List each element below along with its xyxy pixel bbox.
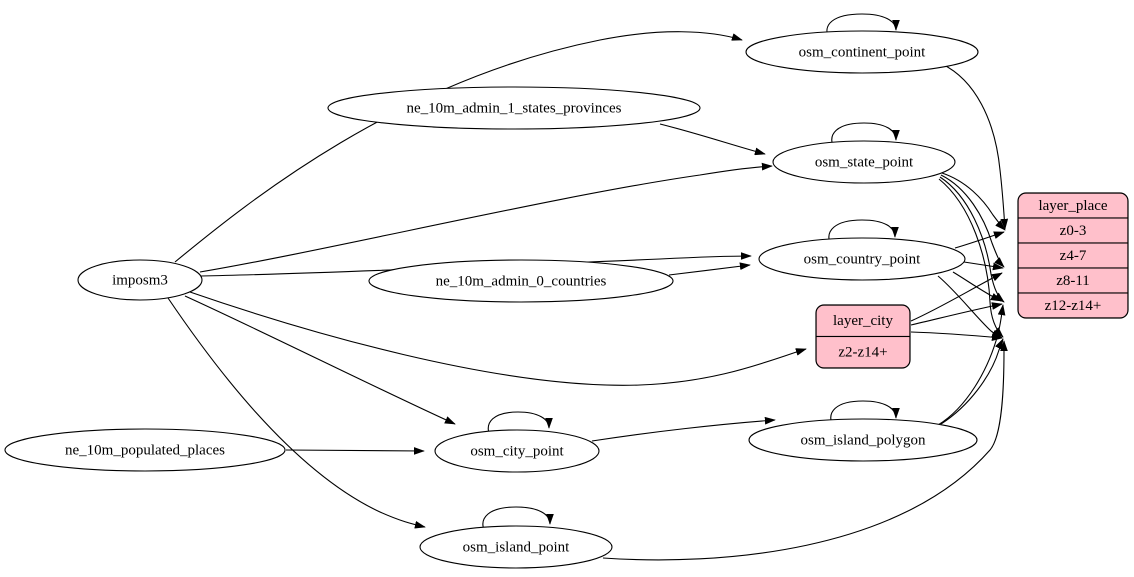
node-shape-ellipse [327, 86, 701, 130]
node-shape-ellipse [758, 237, 966, 281]
node-ne-10m-admin-0-countries[interactable]: ne_10m_admin_0_countries [368, 259, 674, 303]
record-cell-layer-place-z4-7[interactable] [1018, 242, 1128, 269]
records-layer: layer_place z0-3 z4-7 z8-11 z12-z14+ layer_ci… [815, 192, 1129, 369]
edge-self-osm-continent-point [826, 13, 900, 39]
edge-osm-state-point-z0-3 [941, 172, 1006, 231]
edge-ne-places-osm-city-point [285, 447, 425, 455]
edge-imposm3-layer-city [189, 291, 807, 386]
node-shape-ellipse [77, 259, 203, 301]
edge-self-osm-island-point [482, 506, 554, 533]
record-cell-label: z4-7 [1060, 248, 1087, 264]
edge-imposm3-osm-city-point [184, 295, 456, 425]
edge-osm-state-point-z4-7 [940, 174, 1005, 268]
edge-osm-country-point-z4-7 [963, 261, 1004, 271]
edge-self-osm-country-point [828, 219, 899, 246]
record-cell-layer-city-title[interactable] [816, 305, 910, 338]
node-osm-island-point[interactable]: osm_island_point [419, 525, 613, 569]
node-label: osm_island_polygon [800, 432, 926, 448]
edge-ne-states-osm-state-point [659, 123, 766, 156]
edge-self-osm-island-polygon [830, 400, 900, 427]
edge-layer-city-z4-7 [910, 272, 1003, 322]
nodes-layer: imposm3 ne_10m_admin_1_states_provincesne… [4, 30, 979, 569]
node-label: osm_state_point [815, 154, 914, 170]
node-osm-country-point[interactable]: osm_country_point [758, 237, 966, 281]
node-label: ne_10m_populated_places [65, 442, 225, 458]
record-node-layer-city[interactable]: layer_city z2-z14+ [815, 304, 911, 369]
edge-osm-city-point-osm-island-polygon [591, 416, 776, 442]
edge-ne-countries-osm-country-point [668, 262, 751, 276]
node-imposm3[interactable]: imposm3 [77, 259, 203, 301]
node-osm-island-polygon[interactable]: osm_island_polygon [748, 418, 978, 462]
node-shape-ellipse [748, 418, 978, 462]
edge-osm-state-point-z12 [938, 178, 1004, 338]
record-cell-label: z2-z14+ [838, 345, 887, 361]
node-label: ne_10m_admin_1_states_provinces [407, 100, 622, 116]
node-shape-ellipse [434, 429, 600, 473]
edge-self-osm-city-point [487, 411, 553, 437]
edge-self-osm-state-point [831, 122, 900, 149]
record-cell-layer-place-z12[interactable] [1018, 292, 1128, 318]
node-shape-ellipse [772, 140, 956, 184]
node-label: osm_country_point [804, 251, 921, 267]
node-shape-ellipse [745, 30, 979, 74]
node-label: osm_island_point [463, 539, 571, 555]
node-shape-ellipse [368, 259, 674, 303]
edge-osm-continent-point-z0-3 [941, 63, 1009, 230]
node-osm-continent-point[interactable]: osm_continent_point [745, 30, 979, 74]
record-cell-label: z12-z14+ [1045, 298, 1102, 314]
node-osm-state-point[interactable]: osm_state_point [772, 140, 956, 184]
record-outline [815, 304, 911, 369]
edge-osm-island-polygon-z12 [940, 338, 1004, 425]
node-shape-ellipse [419, 525, 613, 569]
edge-imposm3-osm-state-point [199, 162, 773, 273]
node-ne-10m-populated-places[interactable]: ne_10m_populated_places [4, 428, 286, 472]
edge-osm-island-point-z12 [602, 340, 1008, 561]
node-label: imposm3 [112, 272, 168, 288]
edge-layer-city-z8-11 [910, 302, 1003, 326]
node-label: ne_10m_admin_0_countries [436, 273, 607, 289]
node-label: osm_city_point [470, 443, 564, 459]
record-cell-layer-place-z0-3[interactable] [1018, 217, 1128, 244]
record-cell-label: layer_city [833, 313, 893, 329]
node-label: osm_continent_point [799, 44, 926, 60]
edge-imposm3-osm-continent-point [174, 31, 743, 263]
record-cell-layer-city-z2-z14[interactable] [816, 335, 910, 369]
record-cell-layer-place-z8-11[interactable] [1018, 267, 1128, 294]
record-cell-label: layer_place [1038, 198, 1107, 214]
node-osm-city-point[interactable]: osm_city_point [434, 429, 600, 473]
node-ne-10m-admin-1-states-provinces[interactable]: ne_10m_admin_1_states_provinces [327, 86, 701, 130]
record-cell-label: z8-11 [1056, 273, 1090, 289]
record-node-layer-place[interactable]: layer_place z0-3 z4-7 z8-11 z12-z14+ [1017, 192, 1129, 319]
edge-imposm3-osm-island-point [167, 297, 426, 529]
edge-osm-country-point-z12 [937, 275, 1003, 339]
node-shape-ellipse [4, 428, 286, 472]
edge-layer-city-z12 [910, 331, 1003, 341]
record-outline [1017, 192, 1129, 319]
edge-osm-state-point-z8-11 [939, 176, 1005, 303]
edge-osm-country-point-z0-3 [954, 231, 1005, 249]
record-cell-label: z0-3 [1060, 223, 1087, 239]
edge-osm-country-point-z8-11 [952, 271, 1002, 302]
edges-layer [167, 13, 1009, 561]
